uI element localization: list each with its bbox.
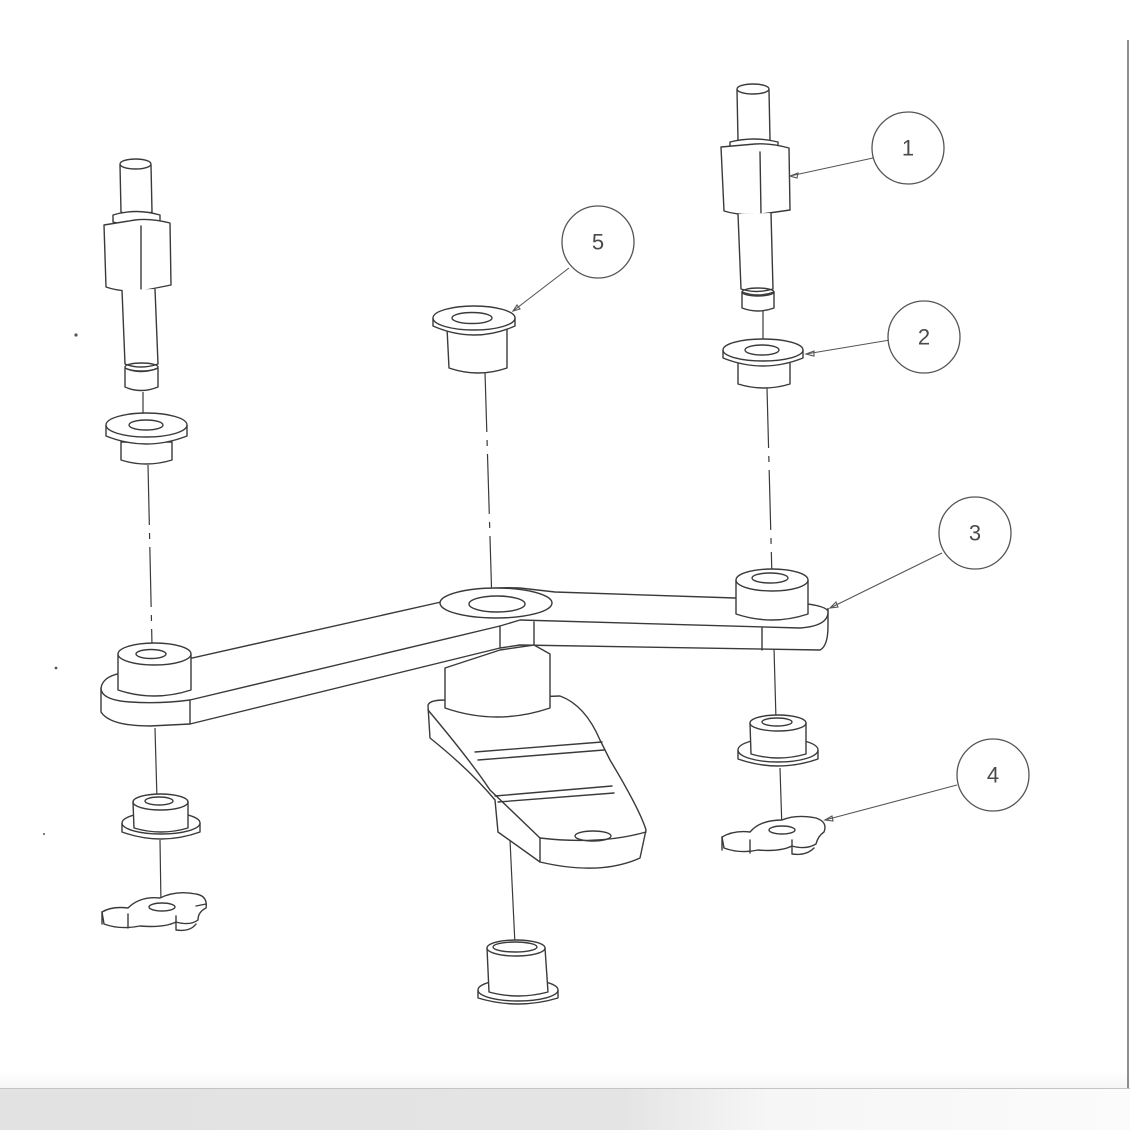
sheet-border-right [1127,40,1129,1090]
arm-boss-left [117,642,192,697]
balloon-5-label: 5 [592,230,604,255]
lobed-washer-left [101,891,207,932]
arm-boss-right [735,568,809,621]
sheet-border-bottom [0,1088,1130,1089]
bushing-left-lower [121,793,201,840]
exploded-view-drawing: 1 2 3 4 5 [43,83,1030,1005]
bushing-center [432,305,516,374]
stray-dots [43,333,78,835]
bushing-right-lower [737,714,819,767]
lower-bracket [427,644,647,869]
balloon-leaders [511,157,958,822]
lobed-washer-right [721,815,826,856]
bushing-bottom-center [477,939,559,1005]
page-shadow [0,1089,1130,1130]
balloon-5: 5 [561,205,635,279]
pivot-arm [100,587,829,727]
balloon-2: 2 [887,300,961,374]
balloon-1-label: 1 [902,136,914,161]
stud-right [720,83,791,312]
sheet-fade [0,1070,1130,1088]
bushing-right-upper [722,338,804,389]
balloon-1: 1 [871,111,945,185]
assembly-axes [142,310,783,946]
stud-left [103,158,172,392]
balloon-4: 4 [956,738,1030,812]
balloon-3-label: 3 [969,521,981,546]
balloon-2-label: 2 [918,325,930,350]
balloon-3: 3 [938,496,1012,570]
bushing-left-upper [105,412,188,465]
balloon-4-label: 4 [987,763,999,788]
